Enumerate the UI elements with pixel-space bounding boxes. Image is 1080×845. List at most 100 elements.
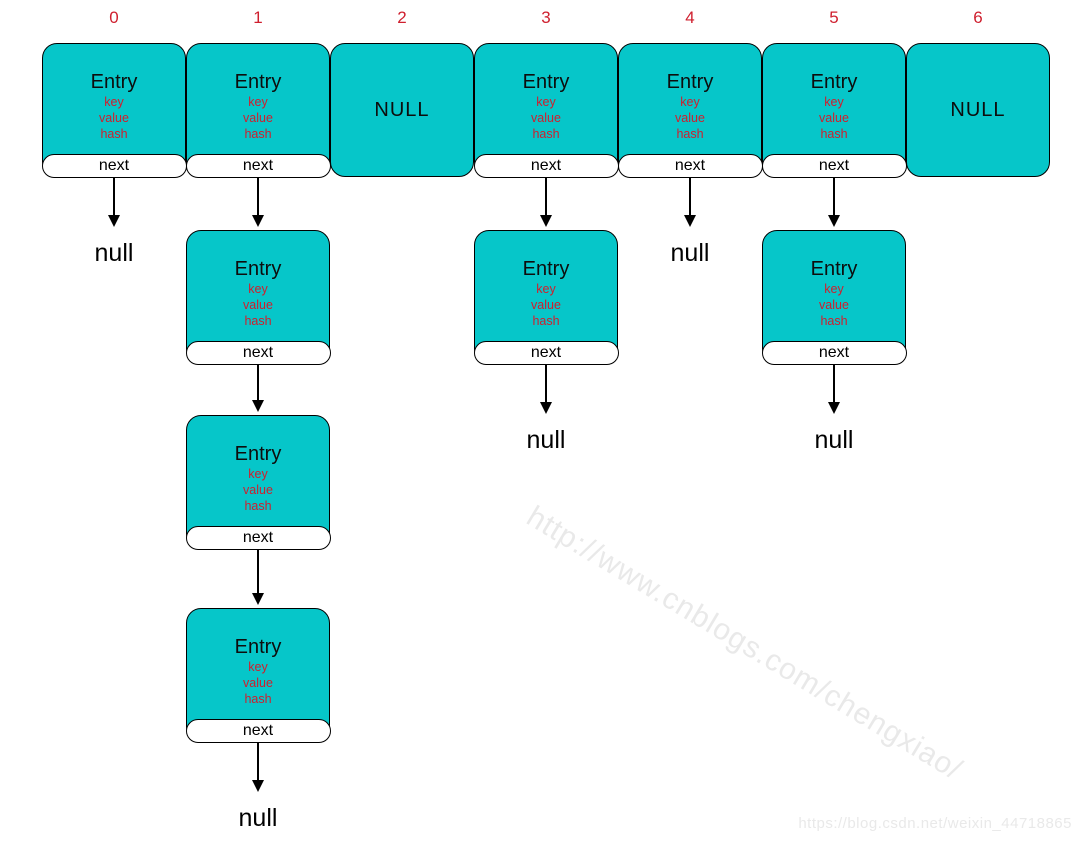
entry-title: Entry	[666, 71, 714, 93]
entry-field: hash	[100, 127, 128, 141]
entry-title: Entry	[810, 71, 858, 93]
entry-field: key	[104, 95, 124, 109]
arrow-head-icon	[108, 215, 120, 227]
arrow-line	[833, 364, 835, 404]
entry-box: Entry key value hash next	[185, 230, 331, 365]
entry-title: Entry	[234, 71, 282, 93]
entry-title: Entry	[810, 258, 858, 280]
null-slot-label: NULL	[950, 98, 1006, 121]
entry-field: key	[824, 95, 844, 109]
next-label: next	[242, 528, 274, 546]
entry-field: value	[531, 111, 561, 125]
arrow-line	[257, 549, 259, 595]
arrow-line	[545, 364, 547, 404]
next-label: next	[242, 343, 274, 361]
entry-field: value	[99, 111, 129, 125]
next-pill: next	[473, 153, 619, 178]
arrow-line	[833, 177, 835, 217]
next-label: next	[242, 721, 274, 739]
entry-field: value	[243, 483, 273, 497]
entry-title: Entry	[234, 636, 282, 658]
entry-field: hash	[244, 127, 272, 141]
bucket-index-label: 1	[253, 8, 263, 27]
next-pill: next	[761, 153, 907, 178]
entry-field: key	[536, 95, 556, 109]
entry-field: value	[243, 676, 273, 690]
entry-title: Entry	[522, 258, 570, 280]
arrow-head-icon	[252, 780, 264, 792]
entry-box: Entry key value hash next	[41, 43, 187, 178]
entry-field: key	[536, 282, 556, 296]
arrow-line	[257, 742, 259, 782]
arrow-head-icon	[684, 215, 696, 227]
entry-box: Entry key value hash next	[185, 608, 331, 743]
entry-field: key	[824, 282, 844, 296]
arrow-line	[113, 177, 115, 217]
next-label: next	[98, 156, 130, 174]
entry-field: hash	[820, 314, 848, 328]
null-label: null	[670, 239, 710, 267]
entry-field: key	[248, 95, 268, 109]
entry-title: Entry	[234, 258, 282, 280]
next-pill: next	[185, 718, 331, 743]
entry-field: key	[248, 282, 268, 296]
footer-url-text: https://blog.csdn.net/weixin_44718865	[798, 815, 1072, 832]
arrow-line	[689, 177, 691, 217]
next-label: next	[530, 156, 562, 174]
next-pill: next	[185, 340, 331, 365]
entry-field: value	[243, 111, 273, 125]
next-pill: next	[41, 153, 187, 178]
entry-field: hash	[244, 692, 272, 706]
bucket-index-label: 5	[829, 8, 839, 27]
entry-field: key	[248, 467, 268, 481]
next-label: next	[242, 156, 274, 174]
bucket-index-label: 2	[397, 8, 407, 27]
arrow-head-icon	[540, 215, 552, 227]
null-slot-label: NULL	[374, 98, 430, 121]
entry-field: hash	[532, 314, 560, 328]
next-label: next	[818, 343, 850, 361]
entry-field: hash	[676, 127, 704, 141]
arrow-head-icon	[252, 400, 264, 412]
watermark-text: http://www.cnblogs.com/chengxiao/	[521, 500, 968, 787]
entry-field: hash	[244, 499, 272, 513]
entry-title: Entry	[90, 71, 138, 93]
next-label: next	[530, 343, 562, 361]
arrow-head-icon	[252, 215, 264, 227]
null-slot-box: NULL	[906, 43, 1050, 177]
null-label: null	[238, 804, 278, 832]
next-pill: next	[617, 153, 763, 178]
entry-field: hash	[820, 127, 848, 141]
next-pill: next	[473, 340, 619, 365]
arrow-line	[257, 364, 259, 402]
bucket-index-label: 4	[685, 8, 695, 27]
entry-field: hash	[244, 314, 272, 328]
arrow-head-icon	[828, 402, 840, 414]
entry-field: value	[243, 298, 273, 312]
entry-box: Entry key value hash next	[185, 43, 331, 178]
entry-field: value	[675, 111, 705, 125]
null-label: null	[94, 239, 134, 267]
entry-field: value	[531, 298, 561, 312]
entry-field: hash	[532, 127, 560, 141]
arrow-line	[257, 177, 259, 217]
null-label: null	[814, 426, 854, 454]
entry-title: Entry	[234, 443, 282, 465]
arrow-head-icon	[828, 215, 840, 227]
arrow-head-icon	[540, 402, 552, 414]
bucket-index-label: 0	[109, 8, 119, 27]
next-label: next	[818, 156, 850, 174]
entry-box: Entry key value hash next	[473, 230, 619, 365]
bucket-index-label: 3	[541, 8, 551, 27]
bucket-index-label: 6	[973, 8, 983, 27]
arrow-line	[545, 177, 547, 217]
arrow-head-icon	[252, 593, 264, 605]
entry-field: key	[248, 660, 268, 674]
null-label: null	[526, 426, 566, 454]
entry-box: Entry key value hash next	[761, 43, 907, 178]
entry-field: value	[819, 298, 849, 312]
entry-field: value	[819, 111, 849, 125]
